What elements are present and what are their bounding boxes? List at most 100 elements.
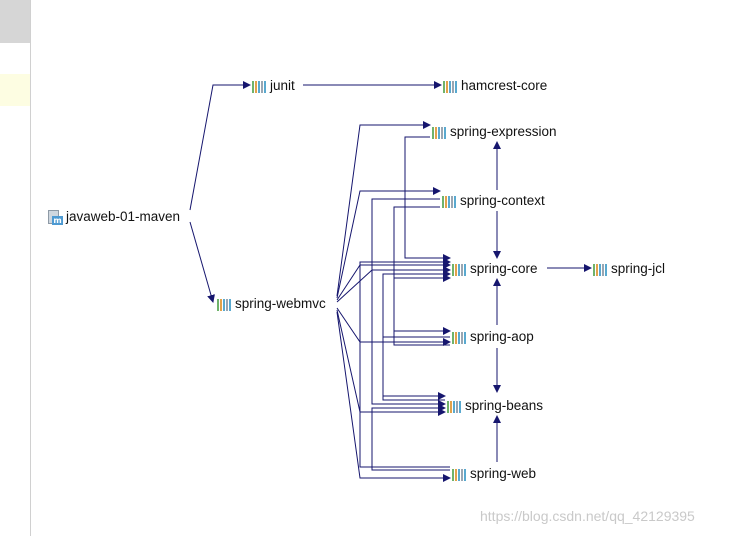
library-icon-bar <box>596 263 598 276</box>
library-icon-bar <box>452 263 454 276</box>
library-icon-bar <box>442 195 444 208</box>
node-spring-beans[interactable]: spring-beans <box>447 396 543 416</box>
edge-aop-core-side <box>393 274 451 346</box>
library-icon-bar <box>449 80 451 93</box>
library-icon-bar <box>447 400 449 413</box>
gutter-highlight-block <box>0 74 30 106</box>
node-label: spring-web <box>470 466 537 481</box>
node-label: spring-context <box>460 193 545 208</box>
library-icon-bar <box>458 468 460 481</box>
library-icon-bar <box>593 263 595 276</box>
library-icon-bar <box>464 331 466 344</box>
node-hamcrest-core[interactable]: hamcrest-core <box>443 76 547 96</box>
library-icon-bar <box>464 263 466 276</box>
library-icon-bar <box>458 331 460 344</box>
library-icon-bar <box>602 263 604 276</box>
library-icon-bar <box>255 80 257 93</box>
library-icon-bar <box>226 298 228 311</box>
library-icon-bar <box>264 80 266 93</box>
node-label: spring-jcl <box>611 261 666 276</box>
library-icon-bar <box>446 80 448 93</box>
library-icon-bar <box>459 400 461 413</box>
library-icon-bar <box>261 80 263 93</box>
library-icon-bar <box>445 195 447 208</box>
edge-webmvc-web <box>336 311 451 482</box>
library-icon-bar <box>448 195 450 208</box>
library-icon-bar <box>455 331 457 344</box>
node-spring-context[interactable]: spring-context <box>442 191 545 211</box>
library-icon-bar <box>454 195 456 208</box>
library-icon-bar <box>455 468 457 481</box>
node-spring-webmvc[interactable]: spring-webmvc <box>217 294 326 314</box>
node-spring-aop[interactable]: spring-aop <box>452 327 534 347</box>
node-label: junit <box>270 78 295 93</box>
edge-web-beans-side <box>371 404 450 471</box>
edge-aop-beans-side <box>382 336 450 400</box>
node-label: hamcrest-core <box>461 78 548 93</box>
edge-context-aop <box>393 206 451 335</box>
library-icon <box>452 263 467 276</box>
library-icon-bar <box>229 298 231 311</box>
library-icon-bar <box>458 263 460 276</box>
library-icon-bar <box>464 468 466 481</box>
library-icon <box>447 400 462 413</box>
library-icon <box>452 468 467 481</box>
library-icon <box>432 126 447 139</box>
library-icon-bar <box>452 80 454 93</box>
node-label: spring-aop <box>470 329 534 344</box>
node-label: javaweb-01-maven <box>66 209 181 224</box>
library-icon <box>217 298 232 311</box>
node-label: spring-webmvc <box>235 296 326 311</box>
library-icon-bar <box>461 468 463 481</box>
library-icon <box>252 80 267 93</box>
node-label: spring-beans <box>465 398 544 413</box>
edge-context-beans <box>371 198 446 408</box>
node-spring-jcl[interactable]: spring-jcl <box>593 259 665 279</box>
library-icon-bar <box>455 263 457 276</box>
node-label: spring-core <box>470 261 538 276</box>
edge-webmvc-beans <box>336 309 446 416</box>
node-label: spring-expression <box>450 124 557 139</box>
node-junit[interactable]: junit <box>252 76 295 96</box>
node-spring-expression[interactable]: spring-expression <box>432 122 557 142</box>
maven-project-icon: m <box>48 209 63 225</box>
node-javaweb-01-maven[interactable]: m javaweb-01-maven <box>48 207 180 227</box>
library-icon-bar <box>455 80 457 93</box>
library-icon-bar <box>452 468 454 481</box>
library-icon-bar <box>432 126 434 139</box>
library-icon-bar <box>252 80 254 93</box>
library-icon-bar <box>441 126 443 139</box>
edge-root-webmvc <box>189 221 215 303</box>
library-icon-bar <box>452 331 454 344</box>
edge-beans-core <box>382 270 451 401</box>
library-icon-bar <box>444 126 446 139</box>
library-icon-bar <box>438 126 440 139</box>
library-icon-bar <box>450 400 452 413</box>
gutter-selection-block <box>0 0 30 43</box>
node-spring-web[interactable]: spring-web <box>452 464 536 484</box>
library-icon-bar <box>599 263 601 276</box>
edge-expression-core <box>404 136 451 262</box>
library-icon <box>593 263 608 276</box>
library-icon-bar <box>456 400 458 413</box>
node-spring-core[interactable]: spring-core <box>452 259 538 279</box>
library-icon-bar <box>443 80 445 93</box>
library-icon <box>442 195 457 208</box>
edge-root-junit <box>189 81 251 211</box>
library-icon-bar <box>217 298 219 311</box>
library-icon <box>452 331 467 344</box>
library-icon-bar <box>605 263 607 276</box>
library-icon-bar <box>220 298 222 311</box>
library-icon-bar <box>451 195 453 208</box>
watermark: https://blog.csdn.net/qq_42129395 <box>480 508 695 524</box>
library-icon-bar <box>258 80 260 93</box>
library-icon <box>443 80 458 93</box>
library-icon-bar <box>461 331 463 344</box>
library-icon-bar <box>435 126 437 139</box>
edge-web-core <box>359 258 451 468</box>
library-icon-bar <box>223 298 225 311</box>
library-icon-bar <box>453 400 455 413</box>
library-icon-bar <box>461 263 463 276</box>
